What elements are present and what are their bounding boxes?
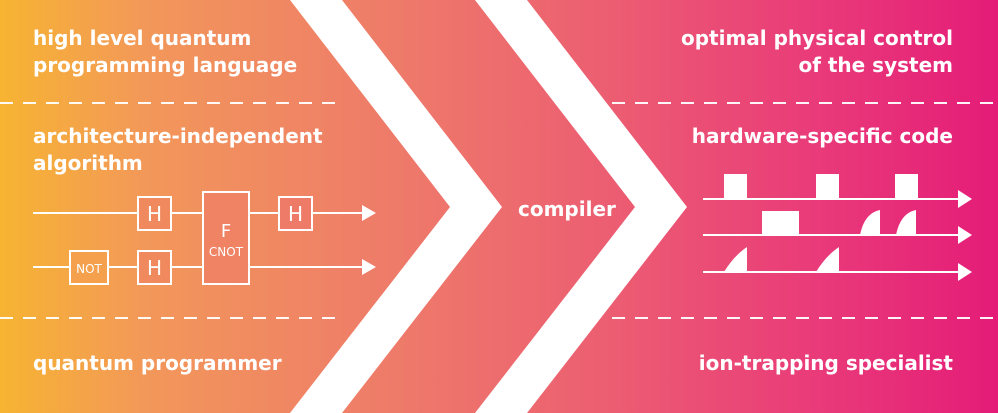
not-gate-label: NOT <box>76 262 102 276</box>
pulse-sequences <box>703 174 972 281</box>
mid-left-label-line2: algorithm <box>33 151 143 175</box>
mid-left-label-line1: architecture-independent <box>33 124 323 148</box>
mid-left-label: architecture-independent algorithm <box>33 123 323 177</box>
right-chevron-arrow <box>475 0 687 413</box>
compiler-label: compiler <box>518 197 616 221</box>
bottom-left-label: quantum programmer <box>33 351 282 375</box>
dashed-separators <box>0 102 998 319</box>
top-left-label-line2: programming language <box>33 53 298 77</box>
top-right-label-line1: optimal physical control <box>680 26 953 50</box>
left-chevron-arrow <box>290 0 502 413</box>
mid-right-label: hardware-specific code <box>691 124 953 148</box>
square-pulse-4 <box>762 211 799 235</box>
top-left-label: high level quantum programming language <box>33 25 297 79</box>
square-pulse-3 <box>895 174 918 199</box>
ramp-pulse-2 <box>816 247 839 272</box>
h-gate-wire2 <box>137 250 172 285</box>
h-gate-wire2-label: H <box>147 256 162 280</box>
not-gate <box>69 250 109 285</box>
h-gate-wire1-a <box>137 196 172 231</box>
wire-2-arrowhead <box>362 259 376 275</box>
h-gate-wire1-b <box>278 196 313 231</box>
pulse-line-2-arrowhead <box>958 226 972 244</box>
quantum-circuit <box>33 191 376 285</box>
square-pulse-2 <box>816 174 839 199</box>
square-pulse-1 <box>724 174 747 199</box>
top-left-label-line1: high level quantum <box>33 26 252 50</box>
ramp-pulse-1 <box>724 247 747 272</box>
curved-pulse-2 <box>896 210 916 235</box>
pulse-line-3-arrowhead <box>958 263 972 281</box>
cnot-gate <box>202 191 250 285</box>
top-right-label-line2: of the system <box>798 53 953 77</box>
pulse-line-1-arrowhead <box>958 190 972 208</box>
curved-pulse-1 <box>860 210 880 235</box>
h-gate-wire1-a-label: H <box>147 202 162 226</box>
h-gate-wire1-b-label: H <box>288 202 303 226</box>
bottom-right-label: ion-trapping specialist <box>698 351 953 375</box>
wire-1-arrowhead <box>362 205 376 221</box>
top-right-label: optimal physical control of the system <box>681 25 953 79</box>
f-gate-label: F <box>221 221 231 242</box>
cnot-gate-label: CNOT <box>209 245 244 259</box>
